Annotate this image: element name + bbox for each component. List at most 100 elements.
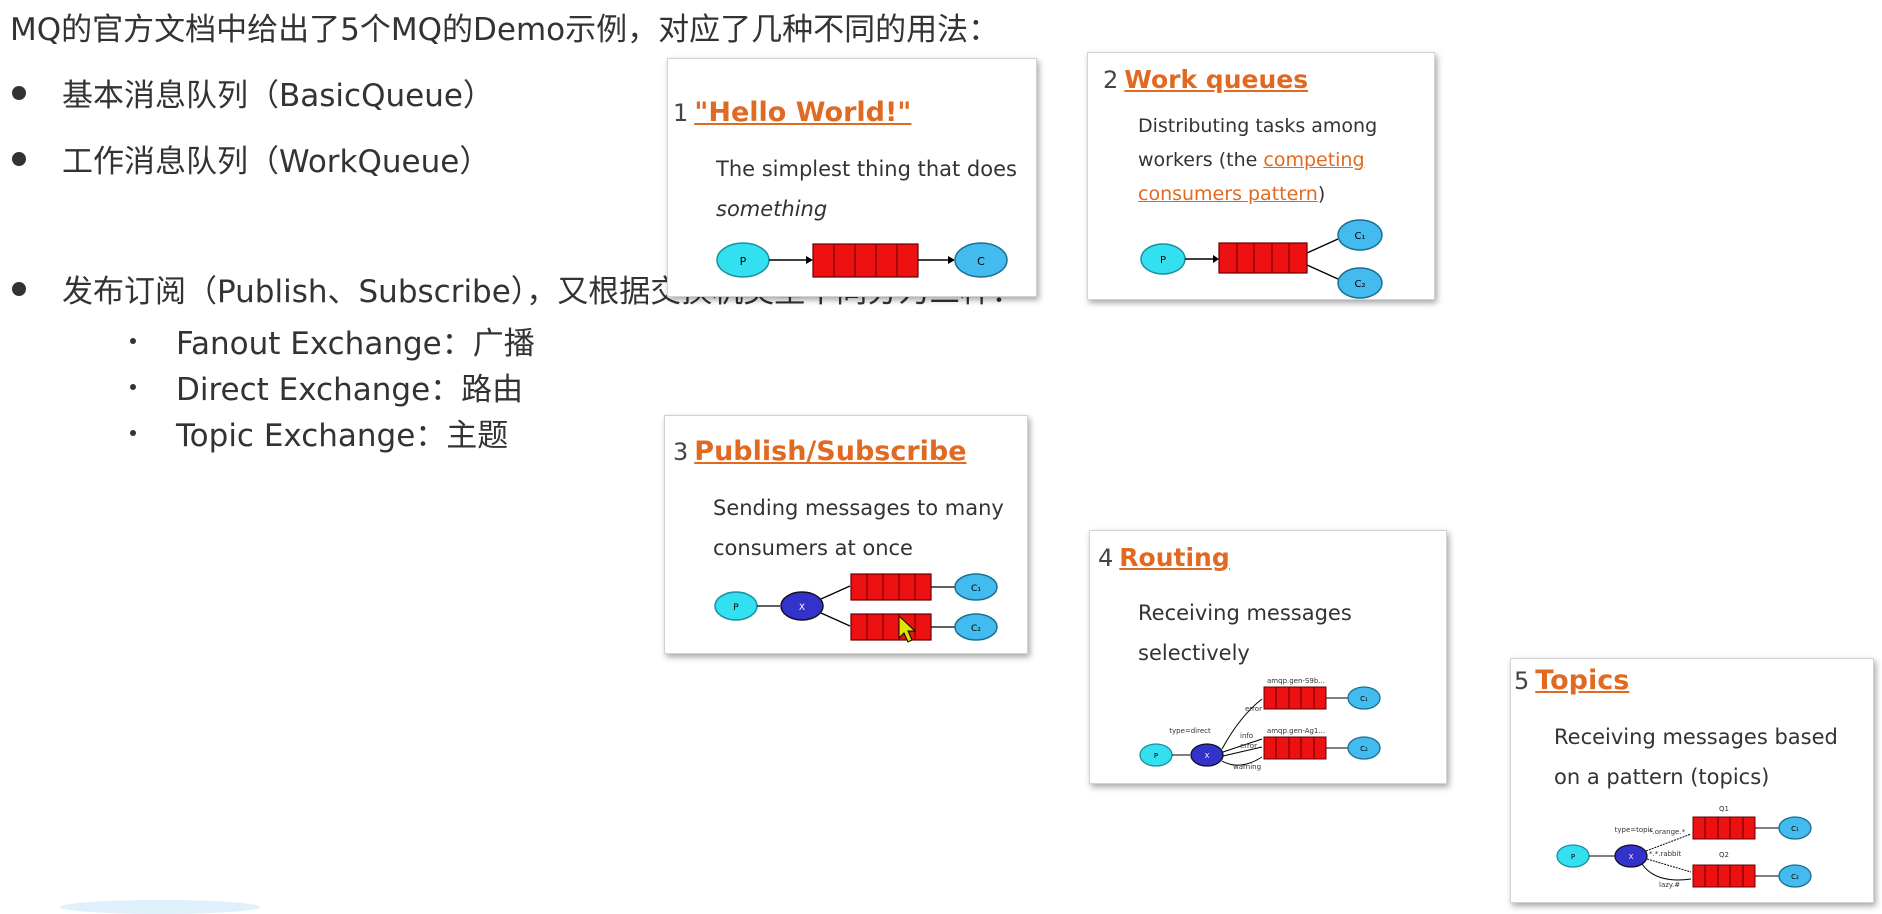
exchange-label: X: [1205, 752, 1210, 760]
card-title-link[interactable]: "Hello World!": [694, 97, 912, 128]
queue: [812, 243, 919, 278]
bullet-basic-queue: 基本消息队列（BasicQueue）: [12, 70, 494, 115]
sub-bullet-topic: Topic Exchange：主题: [130, 410, 508, 455]
consumer-node: [1347, 736, 1381, 760]
card-number: 3: [673, 438, 689, 466]
producer-label: P: [733, 603, 739, 613]
exchange-node: [780, 591, 824, 621]
card-description: Receiving messages based on a pattern (t…: [1554, 717, 1838, 797]
consumers-pattern-link[interactable]: consumers pattern: [1138, 183, 1318, 205]
bullet-dot: [12, 85, 26, 100]
arrow: [820, 612, 851, 627]
consumer-label: C: [977, 255, 985, 268]
producer-label: P: [1571, 853, 1575, 861]
queue: [1692, 864, 1756, 888]
consumer-label: C₁: [971, 584, 981, 594]
consumer-node: [954, 242, 1008, 278]
consumer-node: [1778, 864, 1812, 888]
queue: [1692, 816, 1756, 840]
queue: [1263, 736, 1327, 760]
publish-subscribe-diagram: P X C₁ C₂: [714, 573, 998, 643]
desc-text: workers (the: [1138, 149, 1264, 171]
competing-link[interactable]: competing: [1263, 149, 1365, 171]
route-arrow: [1645, 833, 1692, 852]
exchange-label: X: [799, 603, 805, 613]
routing-key-label: error: [1240, 742, 1257, 750]
desc-line: consumers pattern): [1138, 177, 1377, 211]
consumer-label: C₂: [1355, 279, 1366, 290]
card-description: The simplest thing that does something: [716, 149, 1017, 229]
card-description: Distributing tasks among workers (the co…: [1138, 109, 1377, 211]
routing-key-label: lazy.#: [1659, 881, 1680, 889]
desc-line: something: [716, 197, 828, 221]
consumer-node: [954, 573, 998, 601]
sub-bullet-text: Direct Exchange：路由: [176, 372, 524, 408]
arrow-head: [1213, 255, 1219, 263]
routing-key-label: info: [1240, 732, 1253, 740]
topics-diagram: Q1 Q2 type=topic P X *.orange.* *.*.rabb…: [1556, 805, 1812, 889]
bullet-work-queue: 工作消息队列（WorkQueue）: [12, 136, 490, 181]
routing-key-label: *.orange.*: [1649, 828, 1686, 836]
queue-label: amqp.gen-S9b...: [1267, 677, 1325, 685]
desc-text: ): [1317, 183, 1326, 205]
route-arrow: [1646, 858, 1692, 873]
sub-bullet-fanout: Fanout Exchange：广播: [130, 318, 535, 363]
hello-world-diagram: P C: [716, 242, 1008, 278]
consumer-node: [1347, 686, 1381, 710]
route-arrow: [1221, 698, 1263, 750]
producer-label: P: [1160, 255, 1166, 266]
desc-line: workers (the competing: [1138, 143, 1377, 177]
route-arrow: [1222, 738, 1263, 753]
producer-label: P: [1154, 752, 1158, 760]
exchange-label: X: [1629, 853, 1634, 861]
queue: [850, 613, 932, 641]
desc-line: Receiving messages based: [1554, 725, 1838, 749]
consumer-node: [954, 613, 998, 641]
mouse-cursor-icon: [898, 614, 917, 643]
route-arrow: [1641, 863, 1692, 881]
card-number: 1: [673, 99, 689, 127]
desc-line: consumers at once: [713, 536, 913, 560]
arrow-head: [948, 256, 955, 264]
consumer-node: [1337, 219, 1383, 251]
card-hello-world: 1"Hello World!" The simplest thing that …: [667, 58, 1037, 297]
desc-line: Receiving messages: [1138, 601, 1352, 625]
card-number: 4: [1098, 544, 1114, 572]
route-arrow: [1222, 746, 1263, 757]
card-title-link[interactable]: Publish/Subscribe: [694, 436, 967, 467]
decorative-glow: [60, 900, 260, 914]
routing-key-label: warning: [1233, 763, 1261, 771]
queue-label: amqp.gen-Ag1...: [1267, 727, 1325, 735]
sub-bullet-direct: Direct Exchange：路由: [130, 364, 523, 409]
consumer-label: C₁: [1355, 231, 1366, 242]
consumer-node: [1778, 816, 1812, 840]
routing-key-label: error: [1245, 705, 1262, 713]
bullet-text: 基本消息队列（BasicQueue）: [62, 78, 494, 114]
queue-label: Q2: [1719, 851, 1729, 859]
sub-bullet-text: Fanout Exchange：广播: [176, 326, 535, 362]
exchange-type-label: type=topic: [1615, 826, 1654, 834]
sub-bullet-dot: [130, 429, 136, 436]
queue: [1218, 242, 1308, 274]
bullet-dot: [12, 151, 26, 166]
card-title: 1"Hello World!": [673, 97, 911, 128]
card-number: 2: [1103, 66, 1119, 94]
card-title-link[interactable]: Routing: [1119, 543, 1230, 572]
consumer-node: [1337, 267, 1383, 299]
desc-line: Distributing tasks among: [1138, 115, 1378, 137]
desc-line: The simplest thing that does: [716, 157, 1017, 181]
sub-bullet-dot: [130, 383, 136, 390]
card-title-link[interactable]: Work queues: [1124, 65, 1309, 94]
card-title-link[interactable]: Topics: [1535, 665, 1630, 696]
sub-bullet-dot: [130, 337, 136, 344]
consumer-label: C₂: [971, 624, 981, 634]
arrow: [1306, 264, 1339, 280]
arrow-head: [806, 256, 813, 264]
exchange-type-label: type=direct: [1169, 727, 1211, 735]
